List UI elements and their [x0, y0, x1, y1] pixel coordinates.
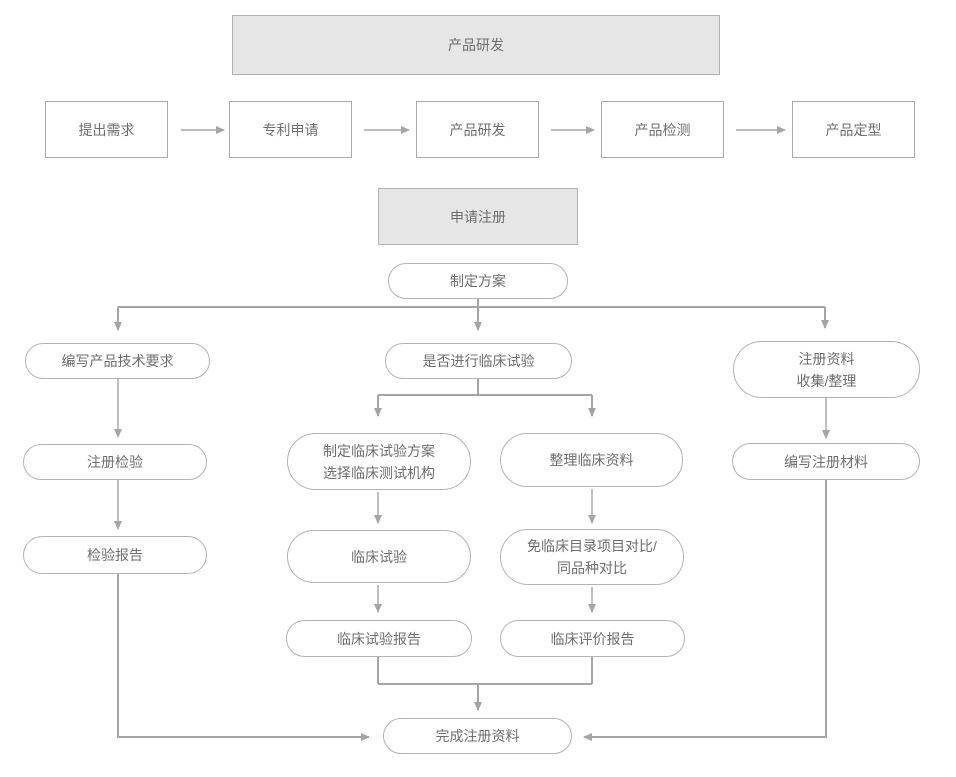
node-clinical-eval-report: 临床评价报告: [500, 620, 685, 657]
step-box-product-testing: 产品检测: [601, 101, 724, 158]
branch-split-bracket: [118, 299, 825, 308]
node-complete-reg: 完成注册资料: [383, 718, 572, 754]
phase-header-register: 申请注册: [378, 188, 578, 245]
phase-header-rnd: 产品研发: [232, 15, 720, 75]
node-clinical-plan: 制定临床试验方案 选择临床测试机构: [287, 433, 471, 490]
node-inspection-report: 检验报告: [23, 536, 207, 574]
node-plan: 制定方案: [388, 263, 568, 299]
step-box-propose-requirements: 提出需求: [45, 101, 168, 158]
connector-right-to-final: [583, 480, 827, 741]
node-exempt-compare: 免临床目录项目对比/ 同品种对比: [500, 529, 684, 585]
step-box-product-development: 产品研发: [416, 101, 539, 158]
node-write-reg-materials: 编写注册材料: [732, 443, 920, 480]
node-write-tech-req: 编写产品技术要求: [25, 343, 210, 379]
step-box-patent-application: 专利申请: [229, 101, 352, 158]
node-organize-clinical-data: 整理临床资料: [500, 433, 683, 487]
step-box-product-finalization: 产品定型: [792, 101, 915, 158]
clinical-split-bracket: [378, 379, 592, 396]
node-register-inspection: 注册检验: [23, 444, 207, 480]
node-reg-data-collect: 注册资料 收集/整理: [733, 341, 920, 398]
node-clinical-trial-report: 临床试验报告: [286, 620, 472, 657]
clinical-merge-bracket: [377, 657, 593, 685]
node-clinical-trial: 临床试验: [287, 530, 471, 583]
connector-left-to-final: [117, 574, 370, 741]
node-clinical-decision: 是否进行临床试验: [385, 343, 572, 379]
